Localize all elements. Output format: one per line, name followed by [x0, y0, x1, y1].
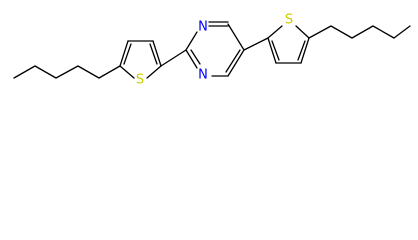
atom-n-top: N	[198, 20, 208, 35]
molecule-diagram: S N N S	[0, 0, 418, 105]
sulfur-label-left: S	[136, 73, 144, 88]
atom-s-left: S	[136, 73, 144, 88]
nitrogen-label-top: N	[198, 20, 208, 35]
atom-n-bottom: N	[198, 68, 208, 83]
bond-thiophene-pyrimidine-left	[160, 49, 187, 67]
pyrimidine-ring	[185, 21, 245, 77]
right-thiophene-ring	[267, 25, 310, 64]
left-pentyl-chain	[13, 65, 121, 79]
bond-pyrimidine-thiophene-right	[243, 37, 269, 51]
nitrogen-label-bottom: N	[198, 68, 208, 83]
molecule-structure: S N N S	[13, 13, 411, 88]
right-pentyl-chain	[308, 25, 411, 39]
atom-s-right: S	[285, 13, 293, 28]
left-thiophene-ring	[119, 40, 162, 79]
sulfur-label-right: S	[285, 13, 293, 28]
